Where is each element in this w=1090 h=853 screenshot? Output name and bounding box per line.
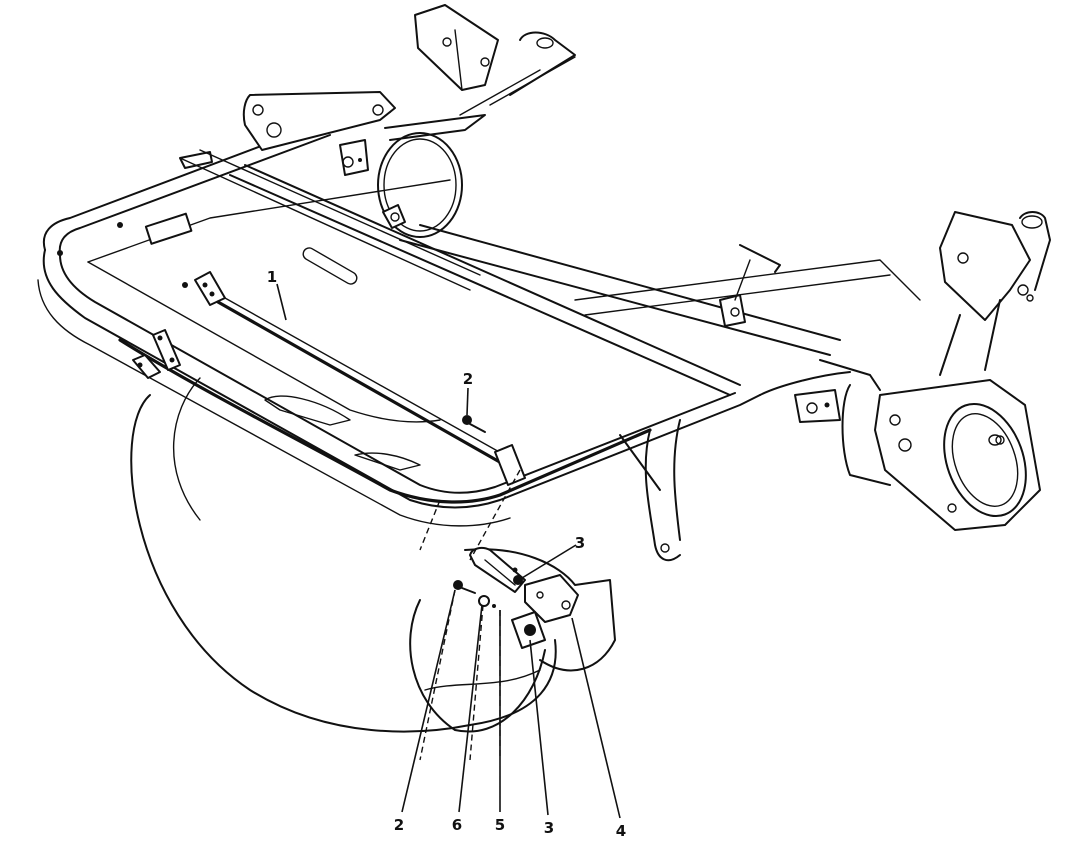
callout-leaders <box>276 283 621 819</box>
callout-1: 1 <box>267 268 277 286</box>
leader-3a <box>521 544 577 579</box>
hardware-cluster <box>419 415 579 761</box>
leader-6 <box>458 604 483 813</box>
callout-6: 6 <box>452 816 462 834</box>
callout-2-lower: 2 <box>394 816 404 834</box>
upper-hitch-assembly <box>242 4 576 238</box>
drop-bracket <box>619 419 681 562</box>
callout-labels: 1 2 3 2 6 5 3 4 <box>267 268 626 840</box>
callout-4: 4 <box>616 822 626 840</box>
corner-clips <box>57 151 213 288</box>
left-bracket-tabs <box>132 329 181 379</box>
roller-drum <box>130 377 616 733</box>
right-gearbox-housing <box>794 211 1051 531</box>
leader-3b <box>529 639 549 816</box>
callout-3-lower: 3 <box>544 819 554 837</box>
main-frame <box>37 111 921 527</box>
part-1-scraper-bar <box>194 271 526 486</box>
leader-1 <box>276 283 287 321</box>
callout-2-upper: 2 <box>463 370 473 388</box>
leader-4 <box>571 617 621 819</box>
frame-slots <box>264 247 421 471</box>
leader-2b <box>401 589 456 813</box>
center-mount-tab <box>719 244 781 327</box>
callout-5: 5 <box>495 816 505 834</box>
callout-3-upper: 3 <box>575 534 585 552</box>
leader-2a <box>466 387 469 416</box>
